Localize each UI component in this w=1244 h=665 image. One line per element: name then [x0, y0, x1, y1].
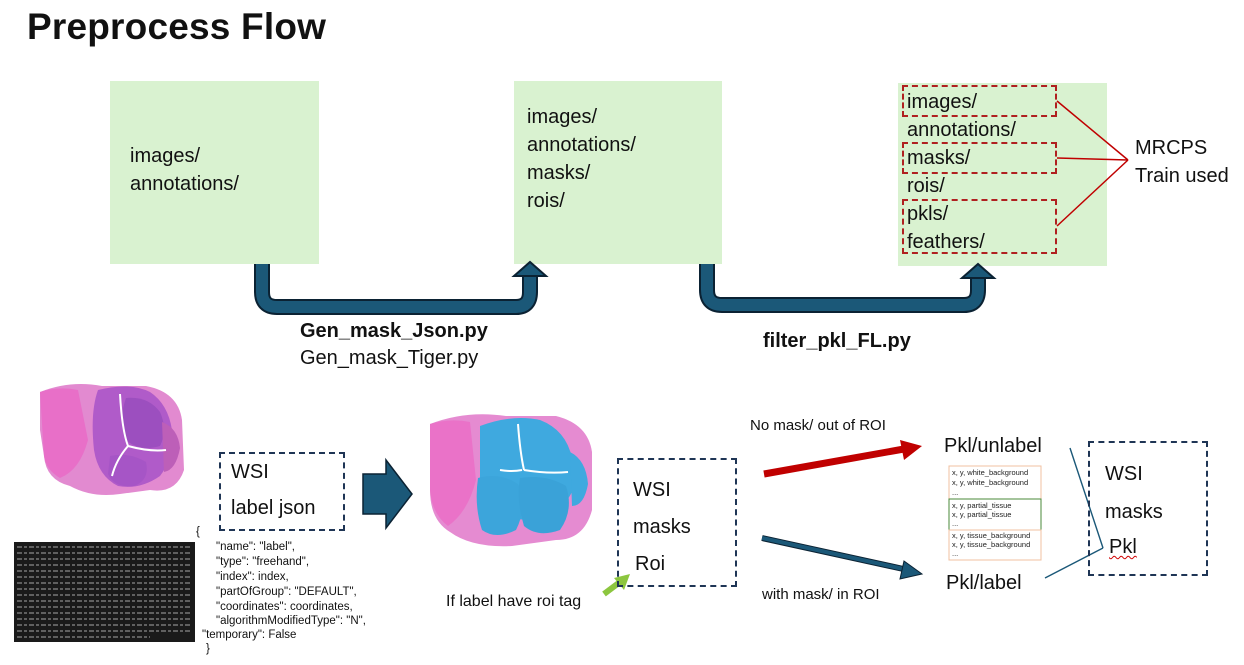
wsi-masks-roi-box-masks: masks	[633, 516, 691, 538]
pkl-label-label: Pkl/label	[946, 572, 1022, 594]
json-name: "name": "label",	[216, 541, 295, 553]
dashed-box-masks	[902, 142, 1057, 174]
with-mask-label: with mask/ in ROI	[762, 586, 880, 603]
pkl-table-row-3: ...	[952, 488, 959, 497]
wsi-masks-pkl-box-pkl: Pkl	[1109, 536, 1137, 558]
pkl-table-row-6: ...	[952, 519, 959, 528]
wsi-masks-roi-box	[617, 458, 737, 587]
box2-images: images/	[527, 106, 598, 128]
box3-masks: masks/	[907, 147, 971, 169]
json-coordinates: "coordinates": coordinates,	[216, 601, 353, 613]
folder-box-masks	[514, 81, 722, 264]
wsi-masks-roi-box-roi: Roi	[635, 553, 666, 575]
mrcps-bracket-lines	[1056, 100, 1129, 227]
roi-tag-note: If label have roi tag	[446, 593, 581, 611]
json-code-screenshot	[14, 542, 195, 642]
pkl-table-row-7: x, y, tissue_background	[952, 531, 1031, 540]
pkl-unlabel-label: Pkl/unlabel	[944, 435, 1042, 457]
big-right-arrow	[362, 457, 413, 531]
wsi-masks-pkl-box-masks: masks	[1105, 501, 1163, 523]
with-mask-arrow	[761, 535, 924, 580]
json-index: "index": index,	[216, 571, 289, 583]
json-temporary: "temporary": False	[202, 629, 297, 641]
script-gen-mask-json: Gen_mask_Json.py	[300, 320, 488, 342]
dashed-box-pkls	[902, 199, 1057, 254]
json-open-brace: {	[196, 526, 200, 538]
box2-annotations: annotations/	[527, 134, 636, 156]
flow-arrow-1	[254, 260, 549, 315]
pkl-table-row-5: x, y, partial_tissue	[952, 510, 1012, 519]
box3-feathers: feathers/	[907, 231, 985, 253]
box2-masks: masks/	[527, 162, 591, 184]
pkl-connector-lines	[1044, 447, 1104, 579]
pkl-table-row-2: x, y, white_background	[952, 478, 1029, 487]
no-mask-arrow	[763, 440, 922, 478]
box2-rois: rois/	[527, 190, 565, 212]
pkl-table-row-8: x, y, tissue_background	[952, 540, 1031, 549]
wsi-image-masked	[426, 411, 594, 549]
box3-images: images/	[907, 91, 978, 113]
json-part-of-group: "partOfGroup": "DEFAULT",	[216, 586, 357, 598]
page-title: Preprocess Flow	[27, 6, 327, 47]
json-close-brace: }	[206, 643, 210, 655]
wsi-image-original	[36, 381, 184, 497]
wsi-masks-roi-box-wsi: WSI	[633, 479, 671, 501]
train-used-label: Train used	[1135, 165, 1229, 187]
wsi-masks-pkl-box-wsi: WSI	[1105, 463, 1143, 485]
json-algorithm: "algorithmModifiedType": "N",	[216, 615, 366, 627]
flow-arrow-2	[699, 262, 997, 313]
box1-images: images/	[130, 145, 201, 167]
pkl-table-row-9: ...	[952, 549, 959, 558]
roi-tag-note-text: If label have roi tag	[446, 593, 582, 610]
box3-pkls: pkls/	[907, 203, 949, 225]
script-gen-mask-tiger: Gen_mask_Tiger.py	[300, 347, 479, 369]
box3-rois: rois/	[907, 175, 945, 197]
pkl-table-row-4: x, y, partial_tissue	[952, 501, 1012, 510]
wsi-label-box	[219, 452, 345, 531]
wsi-label-box-json: label json	[231, 497, 316, 519]
pkl-table	[948, 465, 1042, 561]
wsi-label-box-wsi: WSI	[231, 461, 269, 483]
no-mask-label: No mask/ out of ROI	[750, 417, 886, 434]
json-type: "type": "freehand",	[216, 556, 310, 568]
box3-annotations: annotations/	[907, 119, 1016, 141]
pkl-table-row-1: x, y, white_background	[952, 468, 1029, 477]
mrcps-label: MRCPS	[1135, 137, 1208, 159]
wsi-masks-pkl-box	[1088, 441, 1208, 576]
folder-box-input	[110, 81, 319, 264]
box1-annotations: annotations/	[130, 173, 239, 195]
dashed-box-images	[902, 85, 1057, 117]
script-filter-pkl: filter_pkl_FL.py	[763, 330, 911, 352]
